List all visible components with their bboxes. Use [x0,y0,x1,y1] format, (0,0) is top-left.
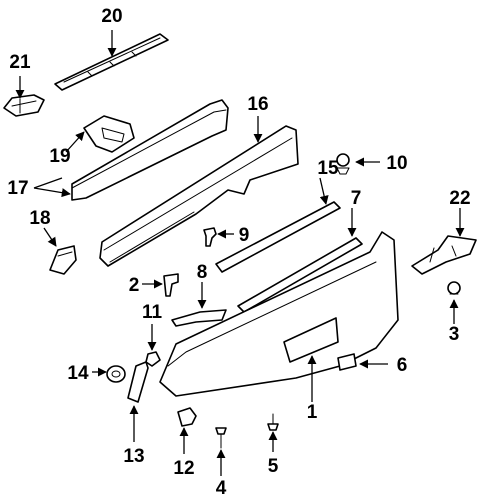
callout-21: 21 [9,52,31,73]
callout-labels: 20 21 16 19 15 10 17 7 22 18 9 2 8 11 3 … [7,6,470,499]
callout-19: 19 [49,146,70,167]
callout-20: 20 [101,6,122,27]
part-20-reinforcement [54,33,169,91]
part-5-bolt [267,413,279,431]
part-11-clip [145,351,161,367]
part-14-grommet [106,365,126,383]
part-9-clip [203,227,217,247]
callout-6: 6 [397,355,408,376]
callout-14: 14 [67,363,89,384]
callout-18: 18 [29,208,50,229]
part-15-molding [215,201,341,273]
part-16-face-bar [99,125,299,267]
callout-15: 15 [317,158,339,179]
callout-4: 4 [216,478,227,499]
part-7-molding [237,237,363,313]
callout-22: 22 [449,188,470,209]
part-18-bracket [49,245,77,275]
part-19-bracket [83,115,135,153]
part-6-clip [337,353,357,371]
part-21-bracket [3,94,45,117]
callout-11: 11 [142,302,163,323]
callout-1: 1 [307,402,318,423]
callout-10: 10 [386,153,407,174]
callout-16: 16 [247,94,268,115]
part-10-nut [336,153,350,175]
leader-lines [15,30,465,476]
callout-13: 13 [123,446,144,467]
part-2-clip [163,273,179,297]
callout-2: 2 [129,275,140,296]
part-12-clip [177,407,197,427]
part-8-molding [171,309,227,327]
part-13-molding [127,361,149,403]
callout-5: 5 [268,456,279,477]
part-22-bracket [411,235,477,275]
license-plate-recess [283,317,339,363]
callout-3: 3 [449,324,460,345]
callout-8: 8 [197,262,208,283]
callout-17: 17 [7,178,28,199]
part-4-bolt [215,427,227,449]
part-3-nut [447,281,461,295]
callout-9: 9 [239,225,250,246]
part-17-cover [71,99,229,201]
part-1-bumper-cover [159,231,399,397]
callout-12: 12 [173,458,194,479]
callout-7: 7 [351,188,362,209]
